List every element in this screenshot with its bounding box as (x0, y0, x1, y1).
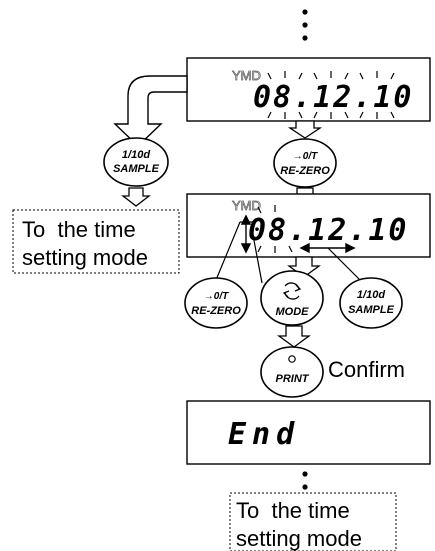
sample-button-top-line2: SAMPLE (113, 163, 160, 175)
confirm-label: Confirm (328, 357, 405, 382)
rezero-button-left[interactable]: →0/T RE-ZERO (184, 277, 248, 329)
ymd-indicator: YMD (232, 68, 261, 83)
mode-button-label: MODE (276, 306, 310, 318)
sample-button-right-line1: 1/10d (357, 289, 385, 301)
end-text: End (228, 417, 300, 452)
display-end: End (186, 400, 431, 465)
time-setting-box-left: To the time setting mode (12, 209, 180, 274)
sample-button-top[interactable]: 1/10d SAMPLE (103, 137, 169, 187)
display-date-blinking: YMD 08.12.10 (186, 57, 431, 122)
display-date-editing: YMD 08.12.10 (186, 193, 431, 258)
sample-button-right[interactable]: 1/10d SAMPLE (339, 277, 403, 329)
down-arrow-2 (287, 256, 321, 278)
mode-button[interactable]: MODE (260, 270, 324, 326)
down-arrow-sample (121, 187, 151, 207)
time-setting-box-left-line2: setting mode (22, 245, 148, 270)
bent-arrow-left (113, 75, 188, 147)
rezero-button-left-line1: →0/T (204, 291, 229, 302)
rezero-button-top-line1: →0/T (293, 151, 318, 162)
time-setting-box-bottom-line1: To the time (236, 498, 350, 523)
circle-icon (288, 355, 296, 363)
date-digits: 08.12.10 (253, 80, 414, 115)
print-button[interactable]: PRINT (260, 346, 324, 398)
blink-marks-bottom (267, 111, 395, 119)
date-digits-2: 08.12.10 (248, 213, 409, 248)
time-setting-box-left-line1: To the time (22, 217, 136, 242)
print-button-label: PRINT (276, 373, 310, 385)
down-arrow-1 (287, 120, 323, 139)
sample-button-right-line2: SAMPLE (348, 304, 395, 316)
rezero-button-left-line2: RE-ZERO (191, 305, 241, 317)
time-setting-box-bottom-line2: setting mode (236, 526, 362, 551)
cycle-icon (282, 282, 302, 300)
continuation-dots-top (302, 9, 308, 41)
sample-button-top-line1: 1/10d (122, 149, 150, 161)
time-setting-box-bottom: To the time setting mode (229, 492, 397, 551)
ymd-indicator-2: YMD (232, 198, 261, 213)
blink-marks-top (267, 71, 395, 80)
rezero-button-top[interactable]: →0/T RE-ZERO (273, 138, 337, 188)
rezero-button-top-line2: RE-ZERO (280, 165, 330, 177)
blink-marks-2 (257, 205, 293, 253)
down-arrow-mode (277, 325, 311, 348)
connector-lines (215, 221, 361, 284)
